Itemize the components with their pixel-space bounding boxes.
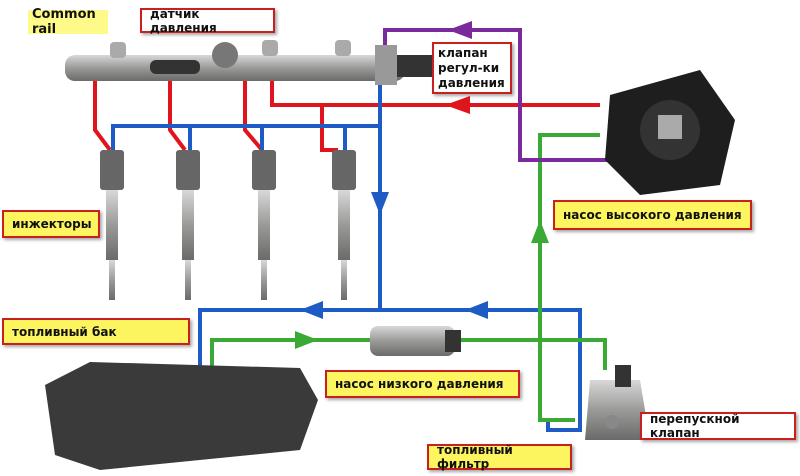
fuel-tank-label: топливный бак [2, 318, 190, 345]
fuel-filter-label: топливный фильтр [427, 443, 572, 471]
low-pressure-pump-label: насос низкого давления [325, 370, 520, 398]
arrow-blue-left-2 [300, 301, 323, 319]
arrow-red [445, 96, 470, 114]
fuel-tank-image [45, 362, 318, 470]
high-pressure-pump-image [605, 70, 735, 195]
low-pressure-pump-image [370, 326, 461, 356]
high-pressure-lines [93, 80, 600, 152]
arrow-blue-down [371, 192, 389, 215]
common-rail-image [65, 40, 432, 85]
high-pressure-pump-label: насос высокого давления [553, 200, 752, 230]
arrow-blue-left [465, 301, 488, 319]
arrow-green-up [531, 220, 549, 243]
pressure-valve-label: клапан регул-ки давления [432, 42, 512, 94]
control-line [383, 28, 612, 162]
injectors-image [100, 150, 356, 300]
injectors-label: инжекторы [2, 210, 100, 238]
common-rail-label: Common rail [28, 7, 108, 37]
bypass-valve-label: перепускной клапан [640, 412, 796, 440]
arrow-purple [448, 21, 472, 39]
pressure-sensor-label: датчик давления [140, 7, 275, 35]
arrow-green-right [295, 331, 318, 349]
fuel-filter-image [585, 365, 650, 440]
flow-arrows [295, 21, 549, 349]
